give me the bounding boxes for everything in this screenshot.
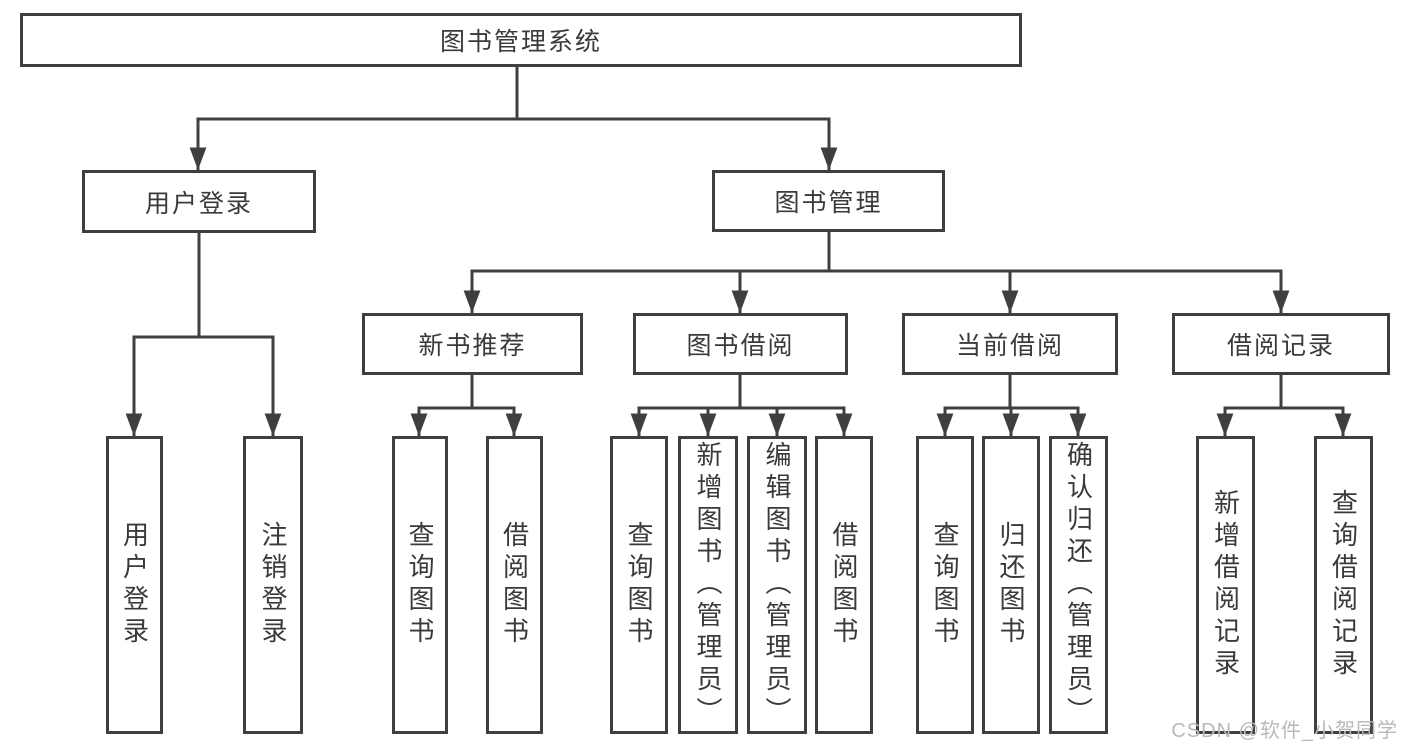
leaf-borrow-books-recommend: 借阅图书	[486, 436, 543, 734]
edge-user-login-to-leaves	[125, 233, 282, 436]
csdn-watermark: CSDN @软件_小贺同学	[1171, 720, 1398, 742]
leaf-edit-book-admin: 编辑图书（管理员）	[747, 436, 807, 734]
leaf-query-books-current: 查询图书	[916, 436, 974, 734]
edge-root-to-level2	[189, 67, 838, 170]
node-label: 归还图书	[996, 521, 1026, 649]
edge-new-book-to-leaves	[410, 375, 523, 436]
leaf-query-books-borrow: 查询图书	[610, 436, 668, 734]
node-label: 图书借阅	[686, 332, 795, 360]
node-user-login: 用户登录	[82, 170, 316, 233]
node-label: 确认归还（管理员）	[1063, 441, 1094, 729]
node-label: 用户登录	[144, 189, 253, 218]
leaf-borrow-books: 借阅图书	[815, 436, 873, 734]
leaf-add-borrow-record: 新增借阅记录	[1196, 436, 1255, 734]
node-label: 借阅图书	[499, 521, 530, 649]
node-label: 查询图书	[624, 521, 654, 649]
node-label: 查询图书	[405, 521, 435, 649]
node-label: 新书推荐	[418, 332, 527, 360]
leaf-query-borrow-record: 查询借阅记录	[1314, 436, 1373, 734]
node-label: 用户登录	[119, 521, 150, 649]
leaf-logout: 注销登录	[243, 436, 303, 734]
leaf-query-books-recommend: 查询图书	[392, 436, 448, 734]
node-label: 借阅记录	[1226, 332, 1335, 360]
leaf-confirm-return-admin: 确认归还（管理员）	[1049, 436, 1108, 734]
node-label: 当前借阅	[955, 332, 1064, 360]
node-book-management: 图书管理	[712, 170, 945, 232]
edge-book-borrow-to-leaves	[630, 375, 853, 436]
node-label: 注销登录	[258, 521, 288, 649]
node-label: 借阅图书	[829, 521, 859, 649]
node-new-book-recommend: 新书推荐	[362, 313, 583, 375]
leaf-user-login: 用户登录	[106, 436, 163, 734]
edge-book-mgmt-to-level3	[463, 232, 1290, 313]
node-label: 查询图书	[930, 521, 960, 649]
edge-current-borrow-to-leaves	[936, 375, 1087, 436]
node-label: 图书管理系统	[439, 28, 602, 56]
node-current-borrow: 当前借阅	[902, 313, 1118, 375]
node-borrow-records: 借阅记录	[1172, 313, 1390, 375]
leaf-return-book: 归还图书	[982, 436, 1040, 734]
node-book-borrow: 图书借阅	[633, 313, 848, 375]
node-label: 编辑图书（管理员）	[762, 441, 792, 729]
node-label: 查询借阅记录	[1328, 489, 1359, 681]
edge-borrow-records-to-leaves	[1216, 375, 1352, 436]
node-label: 新增借阅记录	[1210, 489, 1241, 681]
node-library-system: 图书管理系统	[20, 13, 1022, 67]
node-label: 新增图书（管理员）	[693, 441, 723, 729]
leaf-add-book-admin: 新增图书（管理员）	[678, 436, 738, 734]
node-label: 图书管理	[774, 189, 883, 217]
